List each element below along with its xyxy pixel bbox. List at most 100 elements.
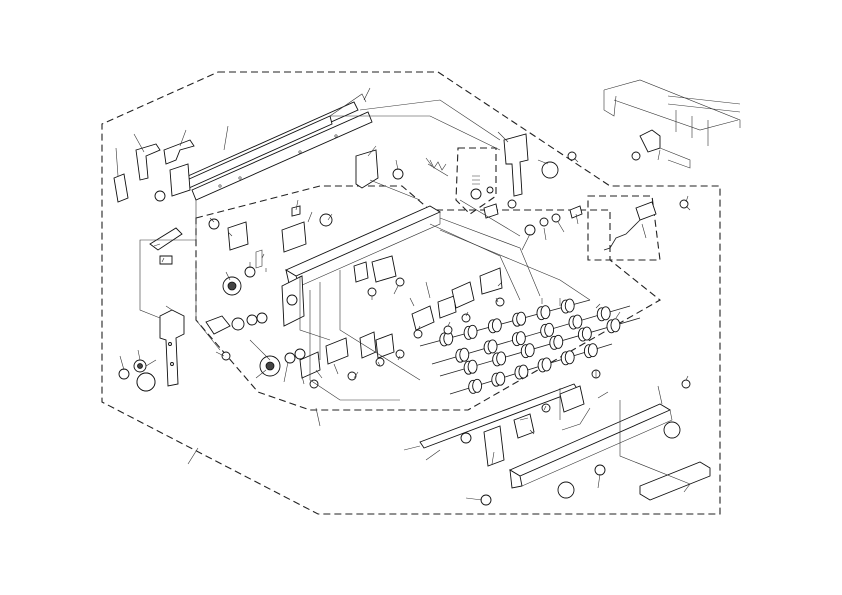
roller-face	[495, 371, 506, 386]
leader-line	[497, 281, 503, 287]
leader-line	[425, 157, 433, 167]
roller-face	[553, 334, 564, 349]
leader-line	[187, 447, 199, 465]
assembly-connection-lines	[139, 99, 691, 485]
leader-line	[615, 311, 621, 319]
leader-line	[363, 87, 371, 101]
leader-line	[145, 359, 157, 367]
leader-line	[395, 159, 399, 171]
leader-line	[307, 211, 313, 223]
leader-line	[377, 361, 381, 367]
roller-face	[541, 357, 552, 372]
roller-face	[587, 343, 598, 358]
leader-line	[497, 131, 509, 143]
leader-line	[495, 297, 499, 303]
roller-face	[581, 326, 592, 341]
leader-line	[425, 281, 431, 299]
left-brackets	[113, 139, 195, 265]
leader-line	[641, 223, 647, 239]
leader-line	[543, 227, 547, 241]
leader-line	[543, 405, 547, 411]
leader-line	[179, 129, 187, 147]
roller-face	[491, 318, 502, 333]
roller-face	[524, 343, 535, 358]
leader-line	[425, 449, 441, 461]
leader-line	[447, 321, 451, 327]
inner-group-dashed	[195, 185, 661, 411]
roller-face	[564, 298, 575, 313]
leader-line	[215, 351, 225, 357]
leader-line	[137, 349, 141, 361]
leader-line	[353, 371, 359, 379]
leader-line	[153, 243, 161, 247]
gear-cluster-left	[205, 205, 333, 377]
leader-line	[333, 363, 339, 375]
bottom-right-assembly	[419, 369, 711, 506]
leader-line	[315, 369, 323, 379]
leader-line	[119, 355, 125, 371]
leader-line	[465, 497, 483, 501]
leader-line	[685, 195, 689, 203]
roller-face	[467, 324, 478, 339]
leader-line	[255, 369, 267, 379]
main-frame	[281, 205, 441, 327]
motor-with-cable	[603, 199, 689, 251]
roller-face	[564, 350, 575, 365]
leader-line	[537, 159, 549, 165]
roller-face	[518, 364, 529, 379]
leader-line	[417, 325, 421, 331]
top-small-group-dashed	[455, 147, 497, 215]
roller-face	[459, 347, 470, 362]
outer-boundary-dashed	[101, 71, 721, 515]
roller-face	[472, 378, 483, 393]
roller-face	[544, 322, 555, 337]
leader-line	[521, 233, 531, 251]
leader-line	[529, 429, 535, 435]
leader-line	[597, 473, 601, 489]
leader-line	[575, 213, 579, 225]
leader-line	[685, 205, 691, 211]
roller-face	[516, 311, 527, 326]
leader-line	[595, 303, 601, 309]
right-small-group-dashed	[587, 195, 661, 261]
leader-line	[327, 213, 333, 221]
leader-line	[403, 445, 421, 451]
leader-line	[683, 483, 691, 493]
leader-line	[491, 451, 495, 465]
leader-line	[283, 361, 289, 383]
leader-line	[393, 285, 399, 295]
roller-face	[496, 351, 507, 366]
leader-line	[397, 355, 401, 361]
rollers	[439, 298, 621, 394]
leader-line	[657, 149, 661, 161]
leader-line	[223, 125, 229, 151]
frame-fragment-top-right	[603, 79, 741, 169]
leader-line	[115, 147, 119, 177]
leader-line	[597, 391, 609, 399]
reference-circles	[136, 372, 156, 392]
top-middle-bracket	[355, 149, 449, 189]
leader-line	[161, 257, 165, 263]
leader-line	[573, 157, 579, 163]
leader-line	[261, 253, 265, 259]
roller-face	[487, 339, 498, 354]
leader-line	[295, 199, 299, 211]
upper-rails	[177, 93, 373, 201]
roller-face	[572, 314, 583, 329]
leader-line	[557, 221, 565, 233]
leader-line	[409, 297, 415, 307]
leader-line	[367, 145, 377, 157]
leader-line	[315, 407, 321, 427]
roller-face	[600, 306, 611, 321]
leader-lines	[115, 87, 691, 501]
roller-face	[515, 331, 526, 346]
leader-line	[227, 231, 233, 237]
leader-line	[165, 305, 173, 311]
leader-line	[519, 417, 529, 421]
leader-line	[301, 375, 305, 385]
top-right-parts	[470, 133, 583, 236]
leader-line	[657, 385, 663, 405]
leader-line	[225, 271, 231, 281]
leader-line	[465, 311, 469, 317]
